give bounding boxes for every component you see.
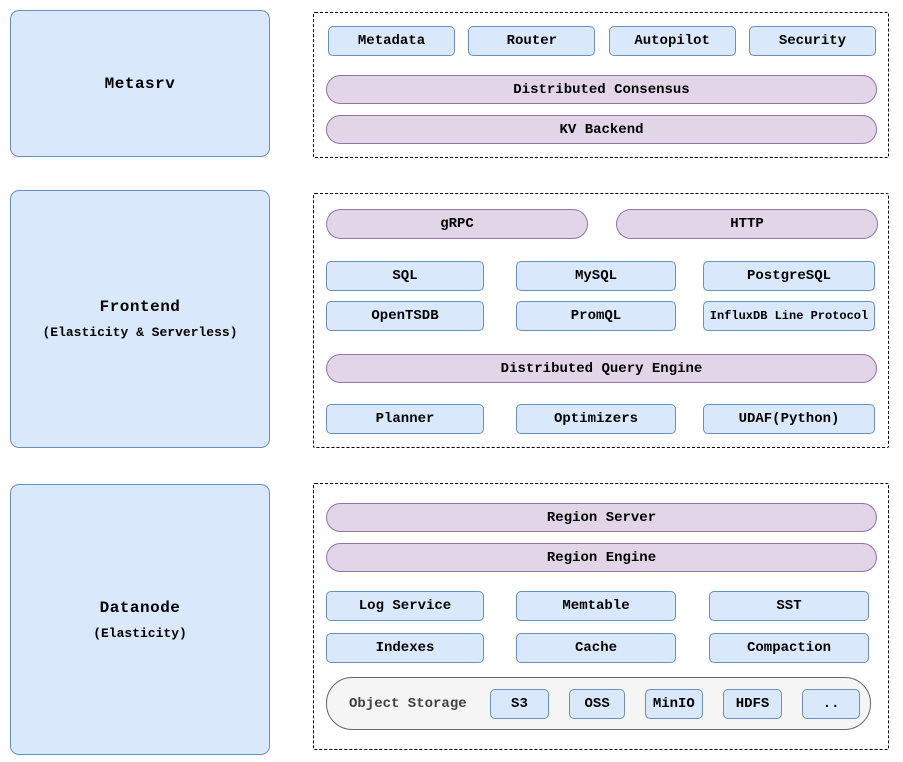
engine-udaf-python: UDAF(Python) (703, 404, 875, 434)
storage-backend-minio: MinIO (644, 688, 703, 719)
metasrv-component-router: Router (468, 26, 596, 56)
datanode-title: Datanode (99, 598, 181, 617)
api-opentsdb: OpenTSDB (326, 301, 484, 331)
part-indexes: Indexes (326, 633, 484, 663)
engine-optimizers: Optimizers (516, 404, 676, 434)
kv-backend-layer: KV Backend (326, 115, 877, 144)
datanode-subtitle: (Elasticity) (93, 625, 187, 641)
engine-planner: Planner (326, 404, 484, 434)
part-cache: Cache (516, 633, 676, 663)
metasrv-component-autopilot: Autopilot (608, 26, 736, 56)
http-protocol-pill: HTTP (616, 209, 878, 239)
grpc-protocol-pill: gRPC (326, 209, 588, 239)
api-mysql: MySQL (516, 261, 676, 291)
region-server-layer: Region Server (326, 503, 877, 532)
frontend-title: Frontend (99, 298, 181, 316)
metasrv-section-box: Metasrv (10, 10, 270, 157)
frontend-subtitle: (Elasticity & Serverless) (42, 325, 238, 340)
datanode-panel: Region Server Region Engine Log Service … (313, 483, 889, 750)
part-log-service: Log Service (326, 591, 484, 621)
metasrv-components-row: Metadata Router Autopilot Security (328, 26, 876, 56)
storage-backend-s3: S3 (489, 688, 550, 719)
datanode-section-box: Datanode (Elasticity) (10, 484, 270, 755)
distributed-query-engine-layer: Distributed Query Engine (326, 354, 877, 383)
object-storage-label: Object Storage (349, 695, 467, 712)
object-storage-capsule: Object Storage S3 OSS MinIO HDFS .. (326, 677, 871, 730)
storage-backend-more: .. (802, 688, 860, 719)
api-sql: SQL (326, 261, 484, 291)
region-engine-layer: Region Engine (326, 543, 877, 572)
part-compaction: Compaction (709, 633, 869, 663)
frontend-panel: gRPC HTTP SQL MySQL PostgreSQL OpenTSDB … (313, 193, 889, 448)
api-promql: PromQL (516, 301, 676, 331)
metasrv-component-security: Security (748, 26, 876, 56)
metasrv-component-metadata: Metadata (328, 26, 455, 56)
part-memtable: Memtable (516, 591, 676, 621)
part-sst: SST (709, 591, 869, 621)
metasrv-title: Metasrv (104, 74, 176, 93)
api-postgresql: PostgreSQL (703, 261, 875, 291)
frontend-section-box: Frontend (Elasticity & Serverless) (10, 190, 270, 448)
storage-backend-hdfs: HDFS (722, 688, 783, 719)
distributed-consensus-layer: Distributed Consensus (326, 75, 877, 104)
metasrv-panel: Metadata Router Autopilot Security Distr… (313, 12, 889, 158)
storage-backend-oss: OSS (569, 688, 625, 719)
api-influxdb-line-protocol: InfluxDB Line Protocol (703, 301, 875, 331)
